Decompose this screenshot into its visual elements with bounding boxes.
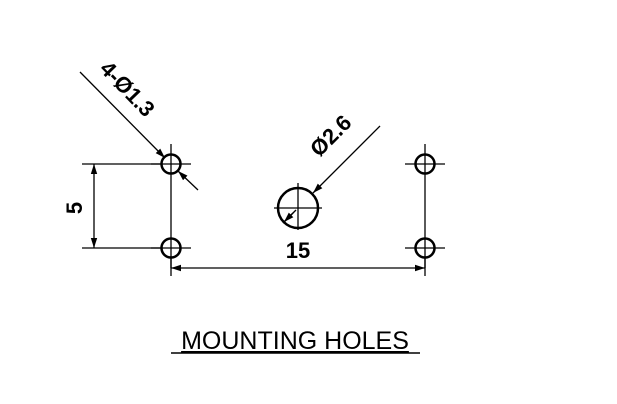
hole-top-right [405,144,445,184]
small-hole-leader: 4-Ø1.3 [79,56,199,191]
vertical-dimension: 5 [62,163,161,249]
small-hole-callout: 4-Ø1.3 [95,56,160,122]
vertical-dimension-label: 5 [62,202,87,214]
large-hole-callout: Ø2.6 [305,110,356,161]
diagram-title: MOUNTING HOLES [181,327,409,355]
horizontal-dimension: 15 [170,238,426,276]
hole-center-large [274,183,322,230]
horizontal-dimension-label: 15 [286,238,310,263]
